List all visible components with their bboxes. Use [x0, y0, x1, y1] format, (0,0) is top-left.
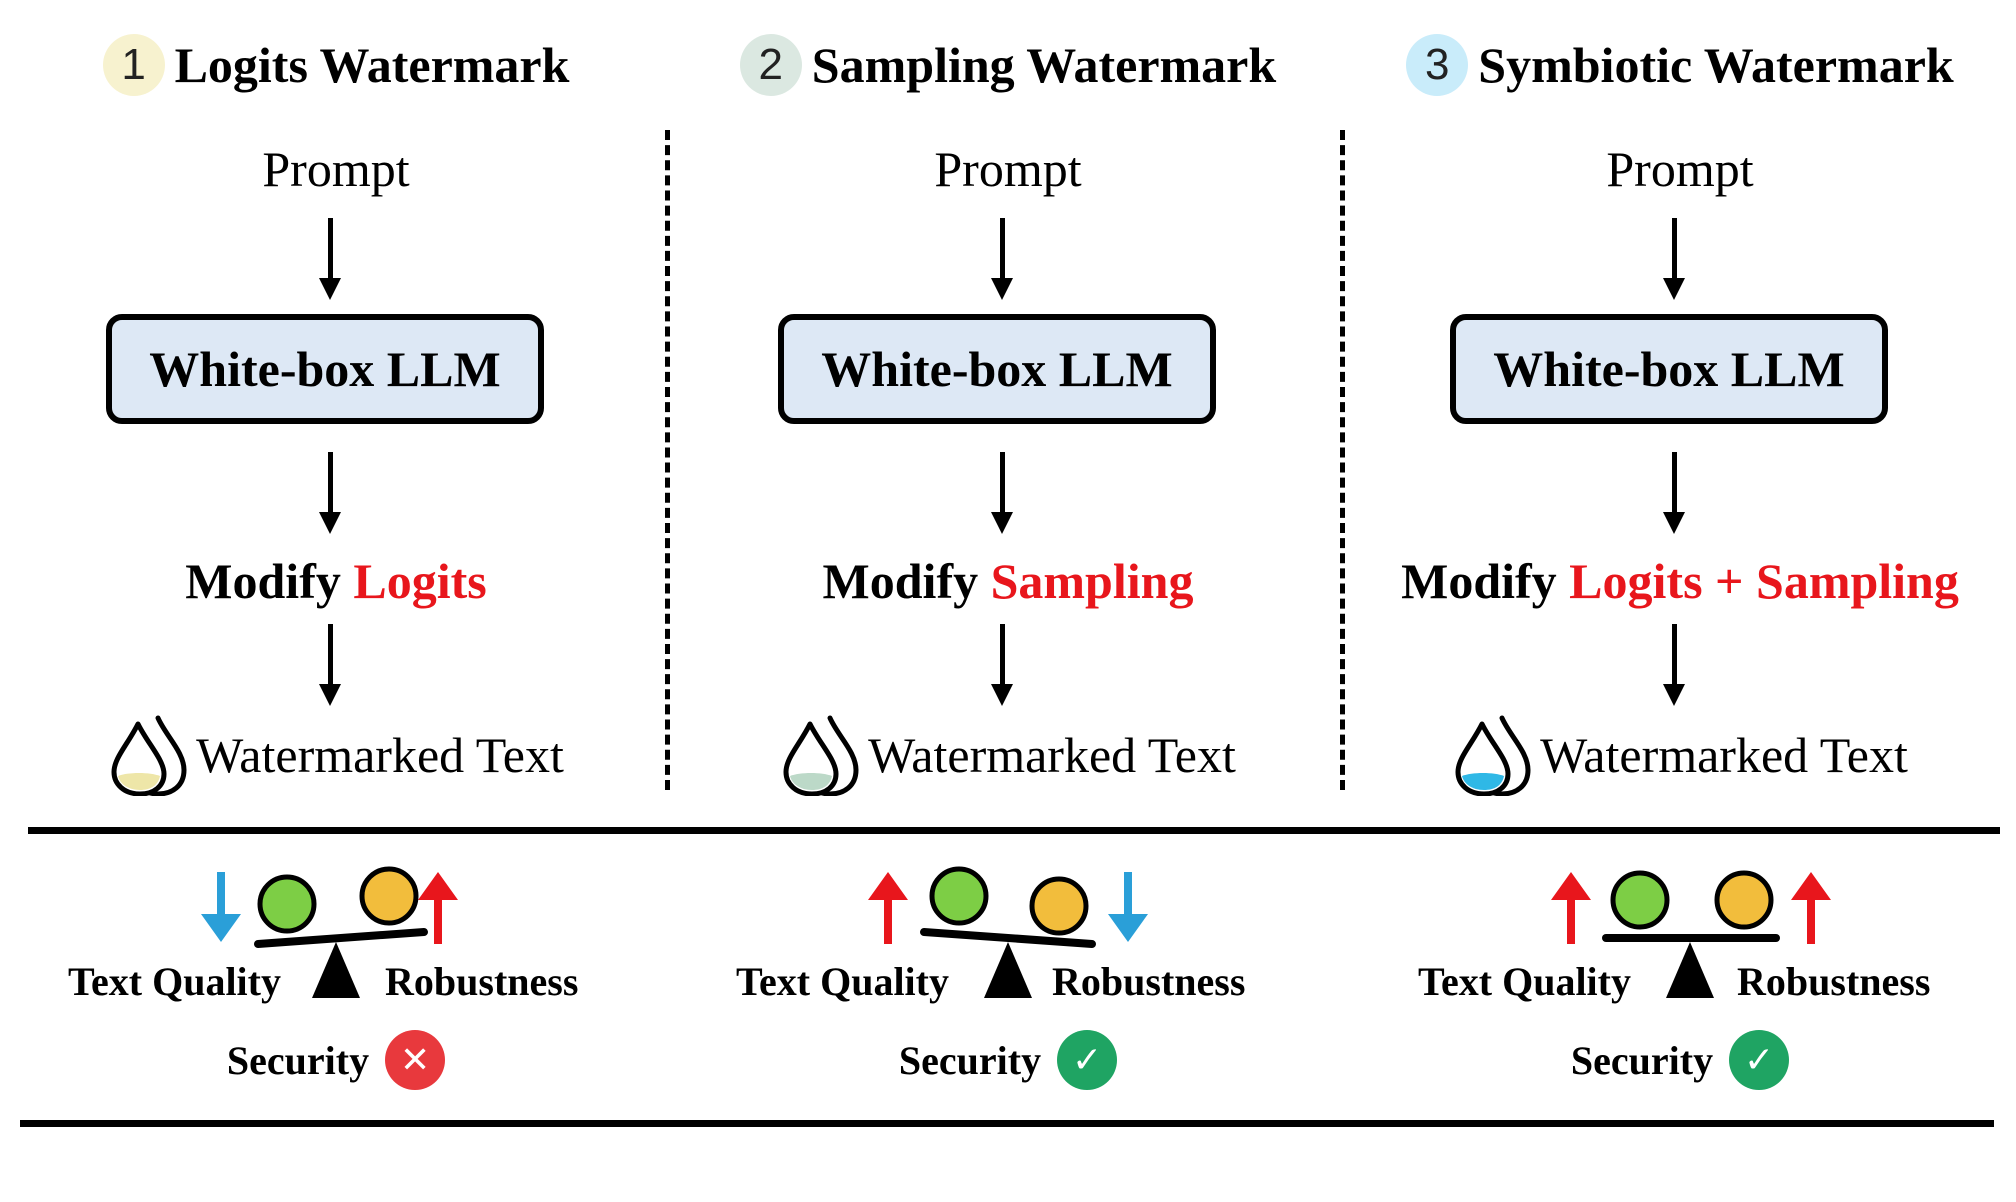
fulcrum-icon: [312, 942, 360, 998]
water-drop-icon: [1455, 715, 1531, 796]
water-drop-icon: [111, 715, 187, 796]
robustness-ball: [1029, 876, 1089, 936]
number-badge: 3: [1406, 34, 1469, 96]
output-label: Watermarked Text: [196, 727, 564, 783]
quality-label: Text Quality: [736, 959, 949, 1004]
quality-label: Text Quality: [1418, 959, 1631, 1004]
security-row: Security ✕: [0, 1030, 672, 1090]
llm-box: White-box LLM: [1450, 314, 1888, 424]
quality-arrow-up-icon: [1551, 872, 1591, 944]
modify-label: Modify Logits + Sampling: [1344, 552, 2016, 610]
prompt-label: Prompt: [1606, 141, 1754, 197]
column-divider-2: [1340, 130, 1345, 790]
security-label: Security: [1570, 1037, 1714, 1083]
robustness-ball: [359, 866, 419, 926]
column-logits-watermark: 1 Logits Watermark Prompt White-box LLM …: [0, 0, 672, 1202]
number-badge: 2: [739, 34, 802, 96]
check-icon: ✓: [1729, 1030, 1790, 1090]
column-title: 2 Sampling Watermark: [672, 34, 1344, 96]
modify-target: Sampling: [990, 553, 1194, 609]
robustness-arrow-up-icon: [418, 872, 458, 944]
check-icon: ✓: [1057, 1030, 1118, 1090]
title-text: Sampling Watermark: [811, 37, 1277, 93]
title-text: Symbiotic Watermark: [1478, 37, 1954, 93]
modify-prefix: Modify: [185, 553, 341, 609]
fulcrum-icon: [1666, 942, 1714, 998]
fulcrum-icon: [984, 942, 1032, 998]
modify-label: Modify Logits: [0, 552, 672, 610]
column-divider-1: [665, 130, 670, 790]
title-text: Logits Watermark: [174, 37, 570, 93]
quality-arrow-up-icon: [868, 872, 908, 944]
bottom-rule: [20, 1120, 1994, 1127]
column-sampling-watermark: 2 Sampling Watermark Prompt White-box LL…: [672, 0, 1344, 1202]
balance-beam: [254, 928, 428, 948]
quality-ball: [929, 866, 989, 926]
balance-beam: [920, 928, 1096, 948]
column-title: 3 Symbiotic Watermark: [1344, 34, 2016, 96]
watermarked-output: Watermarked Text: [672, 714, 1344, 796]
number-badge: 1: [102, 34, 165, 96]
modify-target: Logits + Sampling: [1569, 553, 1959, 609]
tradeoff-balance: [868, 866, 1148, 998]
output-label: Watermarked Text: [868, 727, 1236, 783]
llm-box: White-box LLM: [778, 314, 1216, 424]
modify-prefix: Modify: [1401, 553, 1557, 609]
security-label: Security: [898, 1037, 1042, 1083]
modify-target: Logits: [353, 553, 487, 609]
robustness-arrow-up-icon: [1791, 872, 1831, 944]
prompt-label: Prompt: [934, 141, 1082, 197]
quality-ball: [257, 874, 317, 934]
quality-arrow-down-icon: [201, 872, 241, 942]
robustness-label: Robustness: [1052, 959, 1246, 1004]
watermarked-output: Watermarked Text: [1344, 714, 2016, 796]
prompt-label: Prompt: [262, 141, 410, 197]
security-row: Security ✓: [672, 1030, 1344, 1090]
middle-rule: [28, 827, 2000, 834]
output-label: Watermarked Text: [1540, 727, 1908, 783]
watermarked-output: Watermarked Text: [0, 714, 672, 796]
quality-label: Text Quality: [68, 959, 281, 1004]
robustness-label: Robustness: [1737, 959, 1931, 1004]
cross-icon: ✕: [385, 1030, 446, 1090]
robustness-arrow-down-icon: [1108, 872, 1148, 942]
tradeoff-balance: [1551, 870, 1831, 998]
modify-prefix: Modify: [822, 553, 979, 609]
security-row: Security ✓: [1344, 1030, 2016, 1090]
robustness-label: Robustness: [385, 959, 579, 1004]
robustness-ball: [1714, 870, 1774, 930]
llm-box: White-box LLM: [106, 314, 544, 424]
tradeoff-balance: [201, 866, 458, 998]
column-symbiotic-watermark: 3 Symbiotic Watermark Prompt White-box L…: [1344, 0, 2016, 1202]
modify-label: Modify Sampling: [672, 552, 1344, 610]
quality-ball: [1610, 870, 1670, 930]
security-label: Security: [226, 1037, 370, 1083]
water-drop-icon: [783, 715, 859, 796]
column-title: 1 Logits Watermark: [0, 34, 672, 96]
